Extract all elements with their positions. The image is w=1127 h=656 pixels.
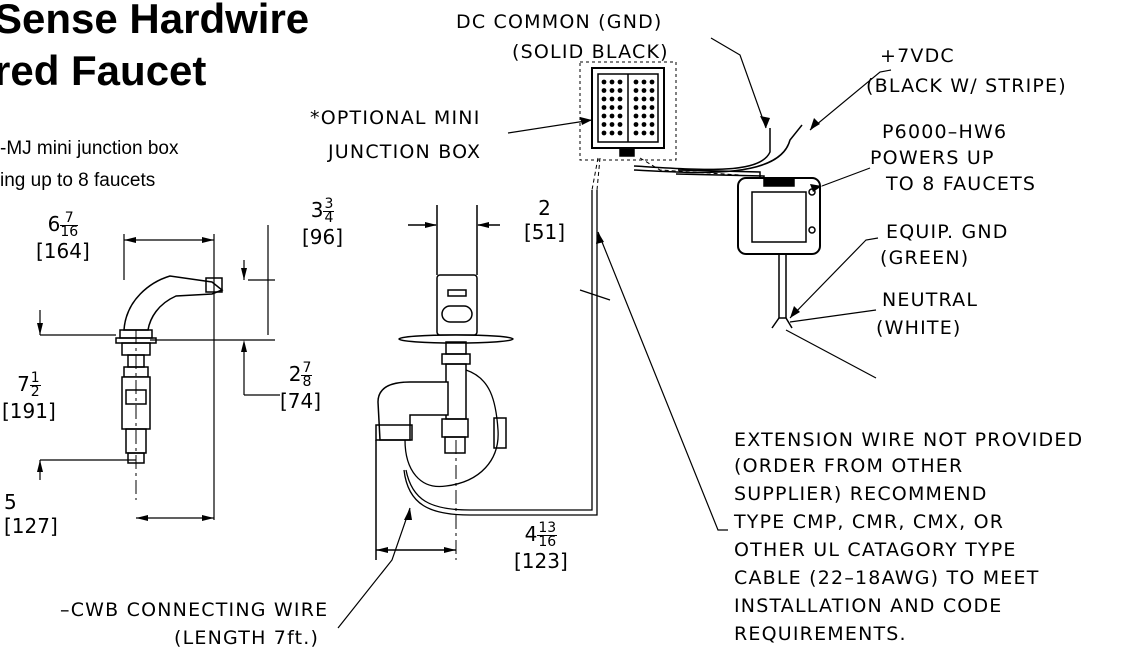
extension-note-line-3: SUPPLIER) RECOMMEND [734, 483, 988, 505]
black-stripe-label: (BLACK W/ STRIPE) [866, 75, 1067, 97]
extension-note-line-8: REQUIREMENTS. [734, 623, 907, 645]
terminal-dot [617, 113, 623, 119]
subtitle-line-2: ing up to 8 faucets [0, 170, 156, 191]
extension-note-line-7: INSTALLATION AND CODE [734, 595, 1003, 617]
terminal-dot [609, 122, 615, 127]
terminal-dot [617, 122, 623, 127]
terminal-dot [641, 113, 647, 119]
dc-common-label: DC COMMON (GND) [456, 11, 663, 33]
terminal-dot [609, 79, 615, 85]
terminal-dot [601, 96, 607, 102]
p6000-model-label: P6000–HW6 [882, 121, 1008, 143]
terminal-dot [601, 130, 607, 136]
terminal-dot [649, 122, 655, 127]
terminal-dot [601, 113, 607, 119]
terminal-dot [601, 105, 607, 110]
extension-note-line-4: TYPE CMP, CMR, CMX, OR [734, 511, 1005, 533]
terminal-dot [633, 88, 639, 93]
terminal-dot [633, 79, 639, 85]
terminal-dot [617, 96, 623, 102]
extension-note-line-1: EXTENSION WIRE NOT PROVIDED [734, 429, 1084, 451]
junction-box-terminals [601, 79, 655, 136]
terminal-dot [641, 96, 647, 102]
dimension-2: 2 [51] [524, 196, 566, 244]
page-title-line-1: Sense Hardwire [0, 0, 310, 42]
white-label: (WHITE) [876, 317, 962, 339]
leader-lines [337, 37, 892, 629]
faucet-front-view [375, 190, 598, 560]
terminal-dot [601, 88, 607, 93]
terminal-dot [633, 105, 639, 110]
terminal-dot [641, 122, 647, 127]
junction-box-label: JUNCTION BOX [328, 141, 482, 163]
terminal-dot [649, 130, 655, 136]
subtitle-line-1: -MJ mini junction box [0, 138, 179, 159]
optional-mini-label: *OPTIONAL MINI [310, 107, 481, 129]
terminal-dot [617, 79, 623, 85]
p6000-power-box [737, 177, 821, 329]
extension-note-line-6: CABLE (22–18AWG) TO MEET [734, 567, 1040, 589]
terminal-dot [649, 88, 655, 93]
terminal-dot [617, 105, 623, 110]
terminal-dot [601, 79, 607, 85]
green-label: (GREEN) [880, 247, 970, 269]
cwb-length-label: (LENGTH 7ft.) [174, 627, 320, 649]
terminal-dot [641, 130, 647, 136]
terminal-dot [633, 130, 639, 136]
p6000-powers-label: POWERS UP [870, 147, 995, 169]
extension-note-line-5: OTHER UL CATAGORY TYPE [734, 539, 1017, 561]
terminal-dot [649, 96, 655, 102]
terminal-dot [649, 105, 655, 110]
solid-black-label: (SOLID BLACK) [512, 41, 669, 63]
extension-note-line-2: (ORDER FROM OTHER [734, 455, 964, 477]
page-title-line-2: red Faucet [0, 47, 207, 94]
terminal-dot [641, 88, 647, 93]
terminal-dot [601, 122, 607, 127]
equip-gnd-label: EQUIP. GND [886, 221, 1009, 243]
faucet-dimension-lines [39, 225, 280, 520]
terminal-dot [609, 105, 615, 110]
faucet-side-view [115, 275, 224, 500]
terminal-dot [649, 79, 655, 85]
terminal-dot [633, 122, 639, 127]
terminal-dot [641, 79, 647, 85]
terminal-dot [609, 96, 615, 102]
cwb-wire-label: –CWB CONNECTING WIRE [60, 599, 329, 621]
terminal-dot [617, 88, 623, 93]
terminal-dot [609, 113, 615, 119]
terminal-dot [641, 105, 647, 110]
terminal-dot [609, 88, 615, 93]
terminal-dot [649, 113, 655, 119]
plus-7vdc-label: +7VDC [880, 45, 955, 67]
terminal-dot [617, 130, 623, 136]
p6000-faucets-label: TO 8 FAUCETS [886, 173, 1037, 195]
neutral-label: NEUTRAL [882, 289, 979, 311]
terminal-dot [609, 130, 615, 136]
terminal-dot [633, 113, 639, 119]
terminal-dot [633, 96, 639, 102]
dimension-5: 5 [127] [4, 490, 58, 538]
